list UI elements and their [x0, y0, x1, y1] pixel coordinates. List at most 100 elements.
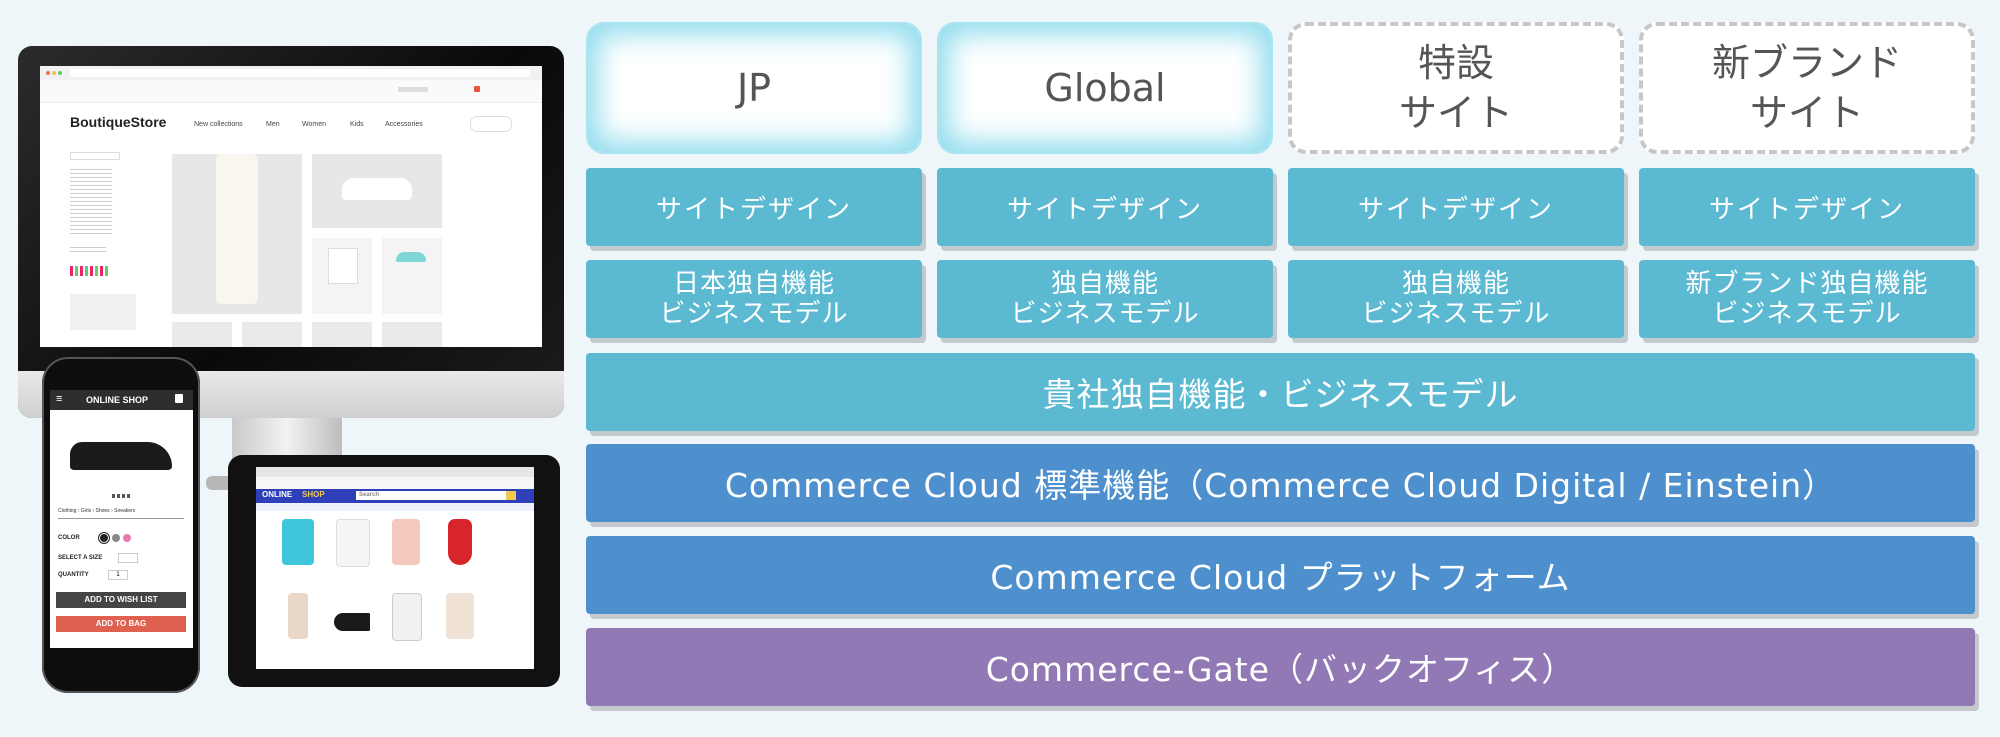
nav-men: Men: [266, 121, 280, 128]
site-jp: JP: [586, 22, 922, 154]
site-global: Global: [937, 22, 1273, 154]
bag-icon[interactable]: [175, 394, 183, 403]
size-label: SELECT A SIZE: [58, 555, 103, 561]
color-label: COLOR: [58, 535, 80, 541]
carousel-dots[interactable]: [112, 494, 132, 498]
site-design-cell: サイトデザイン: [1288, 168, 1624, 246]
product-pants-image: [288, 593, 308, 639]
nav-new-collections: New collections: [194, 121, 243, 128]
desktop-screen: BoutiqueStore New collections Men Women …: [40, 66, 542, 347]
nav-accessories: Accessories: [385, 121, 423, 128]
tablet-screen: ONLINE SHOP Search: [256, 467, 534, 669]
company-features-band: 貴社独自機能・ビジネスモデル: [586, 353, 1975, 431]
product-tshirt-image: [328, 248, 358, 284]
product-tile: [276, 517, 320, 577]
phone-header: ≡ ONLINE SHOP: [50, 390, 193, 410]
address-bar: [70, 69, 530, 77]
site-label-line1: 特設: [1417, 41, 1494, 85]
sidebar-color-swatches: [70, 266, 110, 276]
function-line1: 日本独自機能: [672, 269, 835, 299]
function-cell: 日本独自機能ビジネスモデル: [586, 260, 922, 338]
tablet-brand-suffix: SHOP: [302, 490, 325, 499]
product-tile: [312, 238, 372, 314]
product-leggings-image: [216, 154, 258, 304]
tablet-search-input[interactable]: Search: [356, 491, 506, 500]
tablet-brand-prefix: ONLINE: [262, 490, 293, 499]
color-swatch-gray[interactable]: [112, 534, 120, 542]
product-tile: [384, 591, 428, 651]
site-new-brand: 新ブランド サイト: [1639, 22, 1975, 154]
menu-icon[interactable]: ≡: [56, 393, 63, 405]
phone-screen: ≡ ONLINE SHOP Clothing › Girls › Shoes ›…: [50, 390, 193, 648]
sidebar-search: [70, 152, 120, 160]
function-line2: ビジネスモデル: [1010, 299, 1200, 329]
bag-icon: [474, 86, 480, 92]
nav-kids: Kids: [350, 121, 364, 128]
product-row-partial: [172, 322, 442, 347]
product-tile: [330, 517, 374, 577]
color-swatch-black[interactable]: [100, 534, 108, 542]
product-shoe-image: [342, 178, 412, 200]
phone-breadcrumb: Clothing › Girls › Shoes › Sneakers: [58, 508, 136, 514]
product-tile: [438, 591, 482, 651]
product-tile: [312, 154, 442, 228]
store-brand: BoutiqueStore: [70, 114, 167, 130]
quantity-stepper[interactable]: 1: [108, 570, 128, 580]
product-tile: [382, 238, 442, 314]
add-to-wishlist-button[interactable]: ADD TO WISH LIST: [56, 592, 186, 608]
site-design-cell: サイトデザイン: [586, 168, 922, 246]
standard-features-band: Commerce Cloud 標準機能（Commerce Cloud Digit…: [586, 444, 1975, 522]
site-label-line1: 新ブランド: [1711, 41, 1902, 85]
product-tile: [172, 154, 302, 314]
tablet-nav: [256, 503, 534, 511]
top-strip: [40, 80, 542, 103]
window-dot-icon: [52, 71, 56, 75]
window-dot-icon: [58, 71, 62, 75]
function-cell: 新ブランド独自機能ビジネスモデル: [1639, 260, 1975, 338]
function-line1: 独自機能: [1401, 269, 1510, 299]
platform-band: Commerce Cloud プラットフォーム: [586, 536, 1975, 614]
product-tile: [384, 517, 428, 577]
function-line2: ビジネスモデル: [659, 299, 849, 329]
phone-shop-title: ONLINE SHOP: [86, 395, 149, 405]
add-to-bag-button[interactable]: ADD TO BAG: [56, 616, 186, 632]
window-dot-icon: [46, 71, 50, 75]
color-swatch-pink[interactable]: [123, 534, 131, 542]
function-line1: 独自機能: [1050, 269, 1159, 299]
product-tee-image: [336, 519, 370, 567]
quantity-label: QUANTITY: [58, 572, 89, 578]
size-select[interactable]: [118, 553, 138, 563]
product-jacket-image: [392, 593, 422, 641]
site-label: JP: [736, 66, 772, 110]
function-cell: 独自機能ビジネスモデル: [1288, 260, 1624, 338]
site-special: 特設 サイト: [1288, 22, 1624, 154]
function-line2: ビジネスモデル: [1361, 299, 1551, 329]
cart-pill: [470, 116, 512, 132]
search-icon[interactable]: [506, 491, 516, 500]
tablet-browser-bar: [256, 467, 534, 477]
function-cell: 独自機能ビジネスモデル: [937, 260, 1273, 338]
function-line1: 新ブランド独自機能: [1685, 269, 1929, 299]
product-heels-image: [334, 613, 370, 631]
product-cap-image: [396, 252, 426, 262]
product-tile: [276, 591, 320, 651]
sidebar-category-list: [70, 166, 112, 236]
tablet-header: ONLINE SHOP Search: [256, 489, 534, 503]
site-label-line2: サイト: [1398, 91, 1513, 135]
product-tile: [438, 517, 482, 577]
back-office-band: Commerce-Gate（バックオフィス）: [586, 628, 1975, 706]
site-label: Global: [1044, 66, 1166, 110]
account-link: [398, 87, 428, 92]
site-design-cell: サイトデザイン: [937, 168, 1273, 246]
nav-women: Women: [302, 121, 326, 128]
product-tile: [330, 591, 374, 651]
product-sneaker-image: [70, 442, 172, 470]
sidebar-size-filter: [70, 244, 106, 254]
browser-bar: [40, 66, 542, 81]
site-label-line2: サイト: [1749, 91, 1864, 135]
function-line2: ビジネスモデル: [1712, 299, 1902, 329]
product-top-image: [282, 519, 314, 565]
product-blouse-image: [392, 519, 420, 565]
sidebar-newsletter: [70, 294, 136, 330]
product-cardigan-image: [446, 593, 474, 639]
